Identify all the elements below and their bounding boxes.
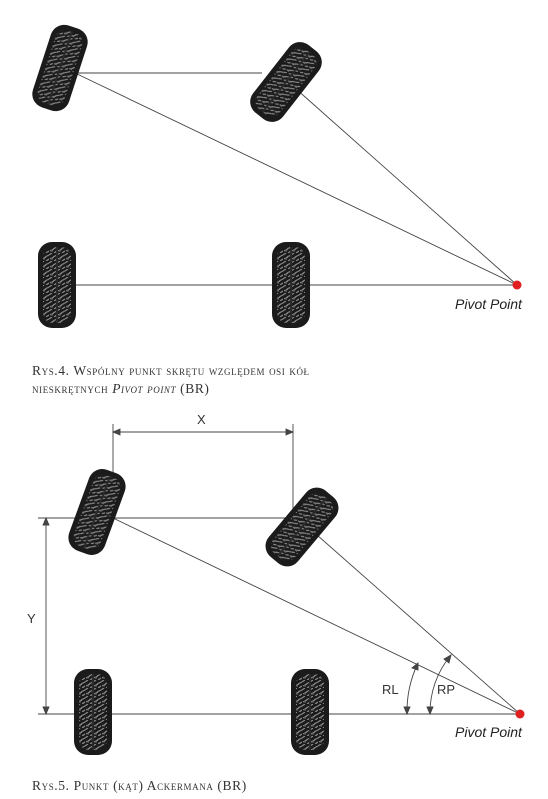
fig5-y-label: Y (27, 611, 36, 626)
fig4-rear-left-tire (37, 241, 77, 329)
fig5-rl-label: RL (382, 682, 399, 697)
fig4-pivot-label: Pivot Point (455, 296, 523, 312)
fig5-rp-arrow-bottom (426, 706, 434, 716)
fig5-rl-arc (406, 662, 419, 715)
fig5-rear-right-tire (290, 668, 330, 756)
fig4-caption-line1: Rys.4. Wspólny punkt skrętu względem osi… (32, 363, 310, 378)
fig5-y-arrow-top (42, 516, 50, 526)
fig5-rl-arrow-top (411, 662, 419, 671)
fig4-front-right-tire (243, 35, 329, 129)
fig5-front-right-tire (258, 480, 346, 574)
fig4-pivot-point (512, 280, 522, 290)
fig5-pivot-label: Pivot Point (455, 724, 523, 740)
fig4-caption-line2-c: (BR) (176, 381, 210, 396)
fig5-left-ray (112, 517, 521, 715)
fig5-lines (38, 424, 521, 716)
fig4-left-ray (74, 72, 518, 286)
fig4-right-ray (285, 79, 518, 286)
fig5-x-arrow-left (111, 428, 121, 436)
fig4-front-left-tire (27, 20, 93, 116)
fig5-rear-left-tire (73, 668, 113, 756)
fig5-front-left-tire (63, 464, 131, 560)
figure-5: X Y RL RP Pivot Point (27, 412, 525, 756)
fig5-pivot-point (515, 709, 525, 719)
fig5-rp-arrow-top (443, 654, 452, 664)
fig5-x-arrow-right (285, 428, 295, 436)
fig4-caption-line2-italic: Pivot point (112, 381, 177, 396)
fig5-rp-label: RP (437, 682, 455, 697)
fig5-x-label: X (197, 412, 206, 427)
fig4-caption: Rys.4. Wspólny punkt skrętu względem osi… (32, 362, 432, 398)
fig5-rl-arrow-bottom (403, 706, 411, 716)
fig4-caption-line2-a: nieskrętnych (32, 381, 113, 396)
fig5-caption: Rys.5. Punkt (kąt) Ackermana (BR) (32, 778, 247, 793)
fig4-rear-right-tire (271, 241, 311, 329)
fig4-caption-line2: nieskrętnych Pivot point (BR) (32, 380, 432, 398)
fig5-right-ray (299, 519, 521, 715)
figure-4: Pivot Point (27, 20, 523, 329)
fig5-y-arrow-bottom (42, 706, 50, 716)
